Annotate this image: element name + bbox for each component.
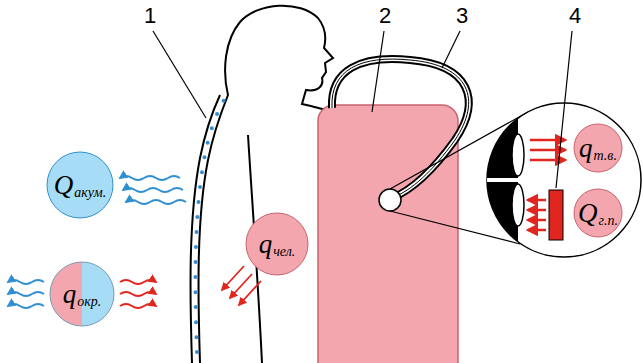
tube-inner — [332, 59, 469, 198]
quantity-symbol: q — [63, 279, 77, 310]
quantity-subscript: т.в. — [594, 148, 617, 164]
symbol: qчел. — [245, 212, 309, 276]
leader-lines — [153, 31, 572, 188]
quantity-symbol: q — [579, 133, 593, 164]
backpack — [318, 105, 458, 363]
port — [379, 189, 401, 211]
quantity-subscript: окр. — [77, 294, 101, 310]
symbol: qт.в. — [573, 123, 623, 173]
heat-circle: Qг.п. — [573, 188, 623, 238]
callout-number: 1 — [144, 3, 156, 29]
heat-circle: qчел. — [245, 212, 309, 276]
tube-core — [332, 59, 469, 198]
quantity-subscript: акум. — [74, 185, 106, 201]
suit-channels — [195, 100, 224, 352]
tube-outer — [332, 59, 469, 198]
callout-number: 2 — [379, 3, 391, 29]
warm-waves — [120, 266, 261, 308]
heat-circle: qт.в. — [573, 123, 623, 173]
heat-circle: qокр. — [49, 261, 115, 327]
heat-circle: Qакум. — [46, 151, 114, 219]
quantity-symbol: Q — [578, 198, 598, 229]
heat-exchanger — [480, 100, 524, 260]
quantity-subscript: г.п. — [599, 213, 618, 229]
callout-number: 3 — [456, 3, 468, 29]
quantity-symbol: Q — [54, 170, 74, 201]
symbol: Qакум. — [46, 151, 114, 219]
callout-number: 4 — [569, 3, 581, 29]
symbol: qокр. — [49, 261, 115, 327]
heater-element — [549, 190, 563, 240]
quantity-subscript: чел. — [273, 244, 295, 260]
quantity-symbol: q — [259, 229, 273, 260]
symbol: Qг.п. — [573, 188, 623, 238]
